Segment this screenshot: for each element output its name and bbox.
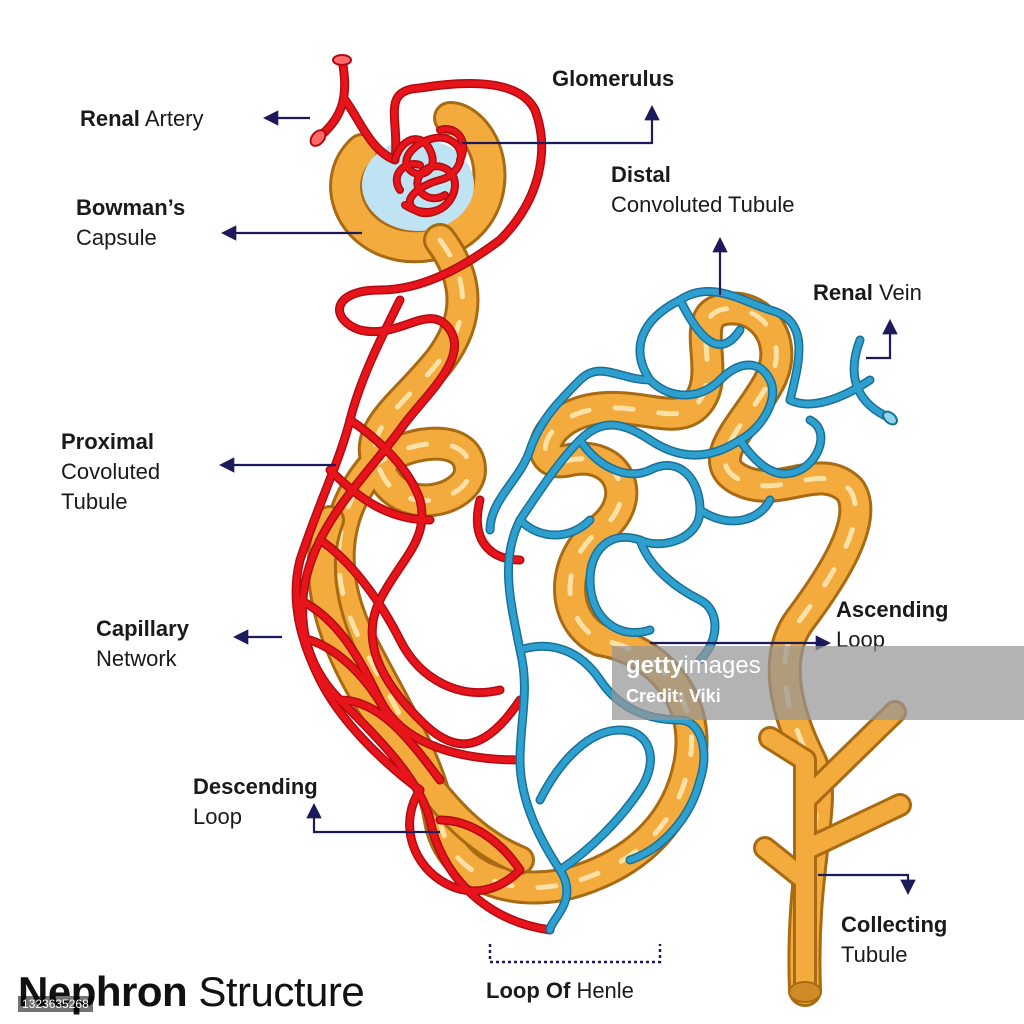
label-loop-of-henle: Loop Of Henle (486, 978, 634, 1003)
arrow-renal-vein (866, 318, 898, 360)
watermark-credit: Credit: Viki (626, 686, 721, 706)
watermark-brand: gettyimages (626, 652, 761, 679)
label-renal-vein: Renal Vein (813, 280, 922, 305)
label-glomerulus: Glomerulus (552, 66, 675, 91)
watermark-banner: gettyimages Credit: Viki (612, 646, 1024, 720)
arrow-glomerulus (462, 104, 660, 145)
watermark-image-id: 1323635268 (18, 996, 93, 1012)
label-renal-artery: Renal Artery (80, 106, 204, 131)
loop-of-henle-bracket (488, 944, 662, 964)
arrow-collecting-tubule (818, 873, 916, 896)
arrow-descending-loop (306, 802, 440, 834)
leader-lines (218, 104, 916, 896)
